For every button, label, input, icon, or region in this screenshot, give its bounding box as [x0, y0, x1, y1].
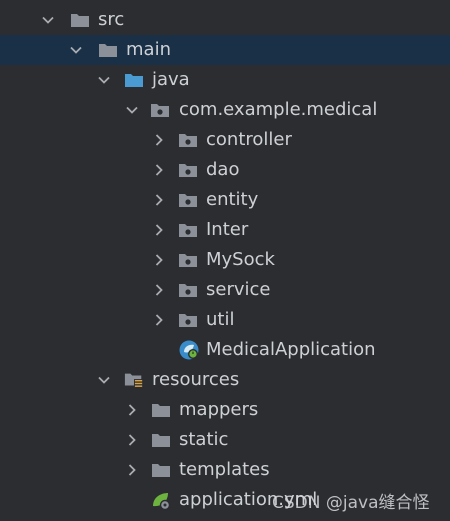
tree-label-package: com.example.medical — [179, 99, 378, 120]
source-folder-icon — [124, 70, 144, 90]
chevron-right-icon[interactable] — [149, 160, 169, 180]
chevron-right-icon[interactable] — [149, 190, 169, 210]
tree-row-mappers[interactable]: mappers — [0, 395, 450, 425]
package-icon — [178, 280, 198, 300]
tree-row-application-yml[interactable]: application.yml — [0, 485, 450, 515]
tree-row-src[interactable]: src — [0, 5, 450, 35]
chevron-down-icon[interactable] — [66, 40, 86, 60]
chevron-right-icon[interactable] — [122, 460, 142, 480]
tree-label-application-yml: application.yml — [179, 489, 318, 510]
tree-label-entity: entity — [206, 189, 259, 210]
spring-config-icon — [150, 489, 174, 511]
tree-row-util[interactable]: util — [0, 305, 450, 335]
tree-row-entity[interactable]: entity — [0, 185, 450, 215]
package-icon — [178, 130, 198, 150]
tree-label-java: java — [152, 69, 190, 90]
tree-row-controller[interactable]: controller — [0, 125, 450, 155]
package-icon — [178, 160, 198, 180]
tree-row-main[interactable]: main — [0, 35, 450, 65]
chevron-right-icon[interactable] — [122, 430, 142, 450]
tree-label-controller: controller — [206, 129, 292, 150]
folder-icon — [98, 40, 118, 60]
tree-label-mysock: MySock — [206, 249, 275, 270]
chevron-right-icon[interactable] — [122, 400, 142, 420]
tree-label-resources: resources — [152, 369, 240, 390]
tree-row-medical-application[interactable]: MedicalApplication — [0, 335, 450, 365]
tree-label-src: src — [98, 9, 125, 30]
watermark: CSDN @java缝合怪 — [272, 493, 430, 513]
package-icon — [178, 220, 198, 240]
folder-icon — [151, 460, 171, 480]
tree-row-static[interactable]: static — [0, 425, 450, 455]
spring-class-icon — [178, 339, 200, 361]
tree-row-templates[interactable]: templates — [0, 455, 450, 485]
folder-icon — [70, 10, 90, 30]
chevron-right-icon[interactable] — [149, 310, 169, 330]
chevron-right-icon[interactable] — [149, 250, 169, 270]
tree-label-service: service — [206, 279, 271, 300]
tree-label-inter: Inter — [206, 219, 249, 240]
tree-row-dao[interactable]: dao — [0, 155, 450, 185]
chevron-right-icon[interactable] — [149, 130, 169, 150]
tree-label-medical-application: MedicalApplication — [206, 339, 376, 360]
tree-label-dao: dao — [206, 159, 240, 180]
chevron-right-icon[interactable] — [149, 280, 169, 300]
chevron-down-icon[interactable] — [122, 100, 142, 120]
chevron-right-icon[interactable] — [149, 220, 169, 240]
tree-row-service[interactable]: service — [0, 275, 450, 305]
folder-icon — [151, 400, 171, 420]
tree-label-static: static — [179, 429, 229, 450]
tree-row-mysock[interactable]: MySock — [0, 245, 450, 275]
package-icon — [150, 100, 170, 120]
chevron-down-icon[interactable] — [94, 370, 114, 390]
package-icon — [178, 310, 198, 330]
tree-row-inter[interactable]: Inter — [0, 215, 450, 245]
project-tree: src main java com.example.medical — [0, 5, 450, 515]
tree-label-main: main — [126, 39, 171, 60]
tree-row-resources[interactable]: resources — [0, 365, 450, 395]
tree-row-java[interactable]: java — [0, 65, 450, 95]
chevron-down-icon[interactable] — [38, 10, 58, 30]
tree-label-templates: templates — [179, 459, 270, 480]
chevron-down-icon[interactable] — [94, 70, 114, 90]
tree-label-mappers: mappers — [179, 399, 259, 420]
package-icon — [178, 250, 198, 270]
tree-label-util: util — [206, 309, 235, 330]
folder-icon — [151, 430, 171, 450]
package-icon — [178, 190, 198, 210]
tree-row-package[interactable]: com.example.medical — [0, 95, 450, 125]
resources-folder-icon — [124, 370, 144, 390]
